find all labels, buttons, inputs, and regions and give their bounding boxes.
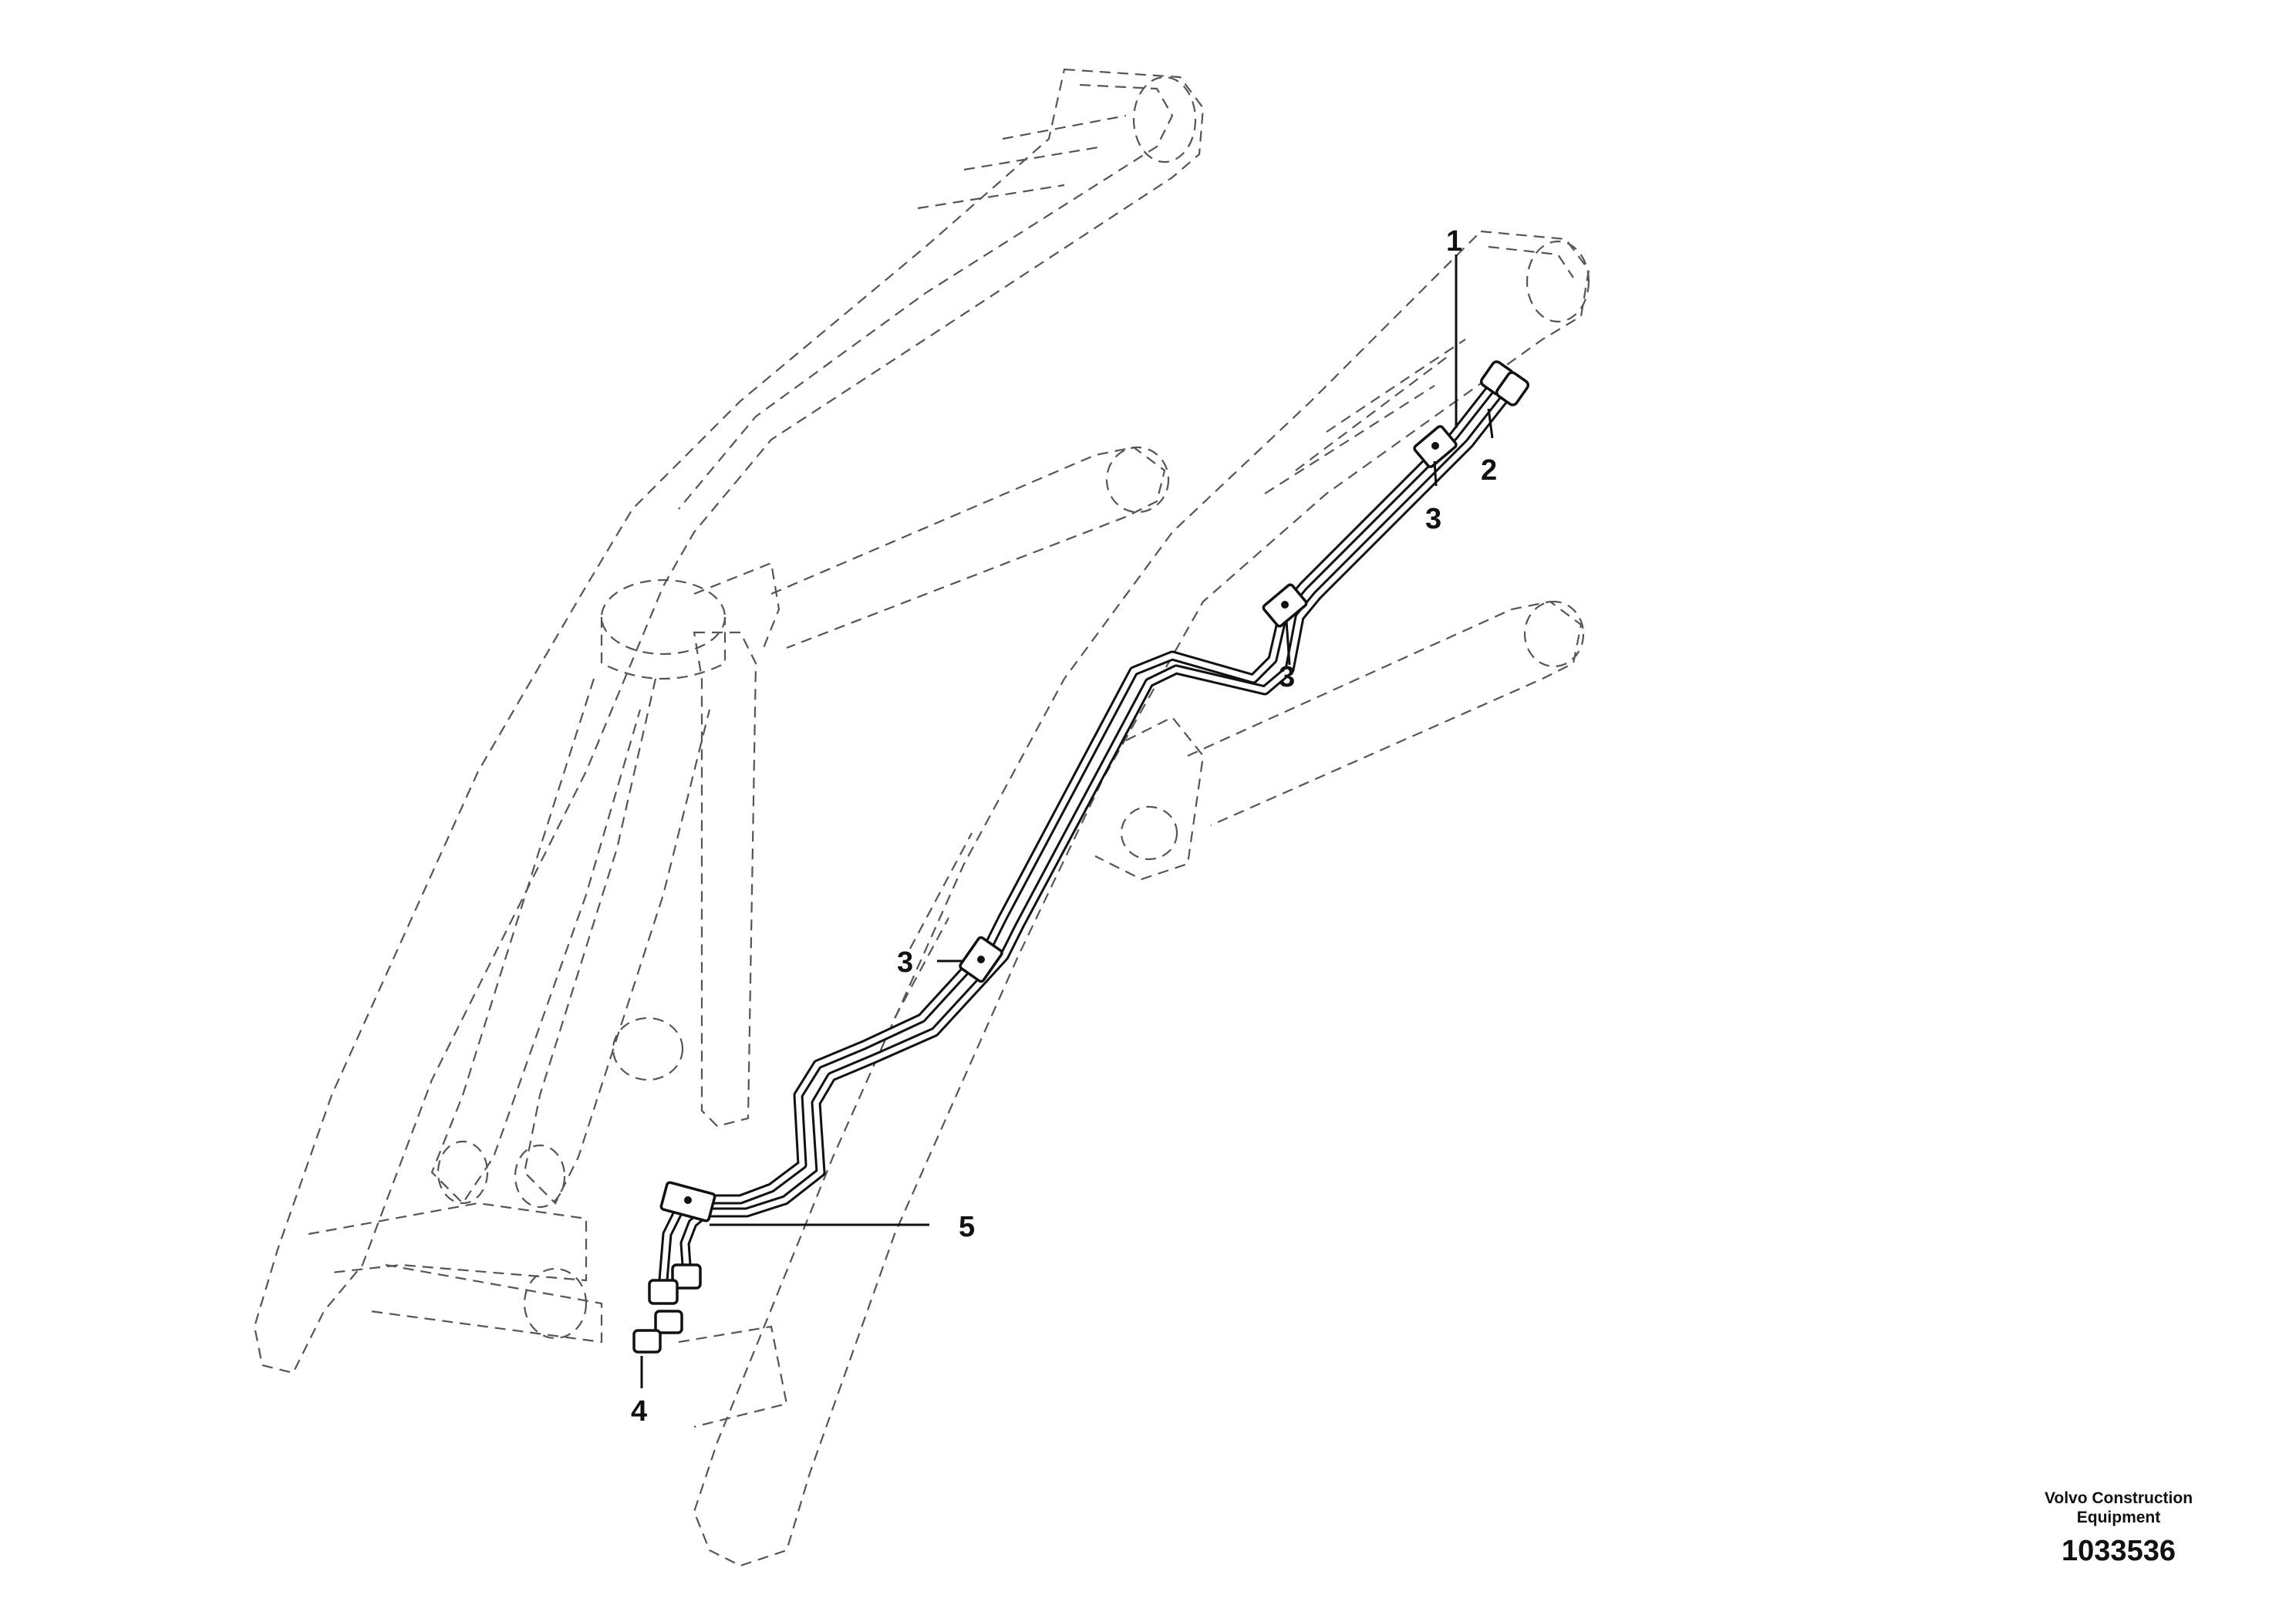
clamp-upper xyxy=(1413,425,1458,468)
clamp-lower xyxy=(959,936,1003,983)
fitting-top xyxy=(1479,360,1530,406)
callout-1: 1 xyxy=(1446,225,1462,258)
callout-5: 5 xyxy=(959,1211,975,1243)
clamp-bottom xyxy=(659,1181,716,1222)
drawing-footer: Volvo Construction Equipment 1033536 xyxy=(1995,1489,2242,1568)
manufacturer-line-1: Volvo Construction xyxy=(2044,1489,2193,1507)
manufacturer-line-2: Equipment xyxy=(2076,1509,2161,1526)
drawing-number: 1033536 xyxy=(2062,1535,2176,1567)
callout-3-upper: 3 xyxy=(1425,503,1441,535)
hydraulic-pipe-a xyxy=(658,384,1495,1286)
fitting-bottom xyxy=(632,1263,702,1354)
callout-2: 2 xyxy=(1481,454,1497,487)
callout-3-middle: 3 xyxy=(1279,661,1295,693)
clamp-middle xyxy=(1262,583,1308,628)
callout-3-lower: 3 xyxy=(897,946,913,979)
callout-4: 4 xyxy=(631,1395,647,1428)
boom-outline xyxy=(253,68,1590,1567)
hydraulic-pipe-b xyxy=(679,392,1511,1270)
leader-lines xyxy=(640,255,1494,1388)
